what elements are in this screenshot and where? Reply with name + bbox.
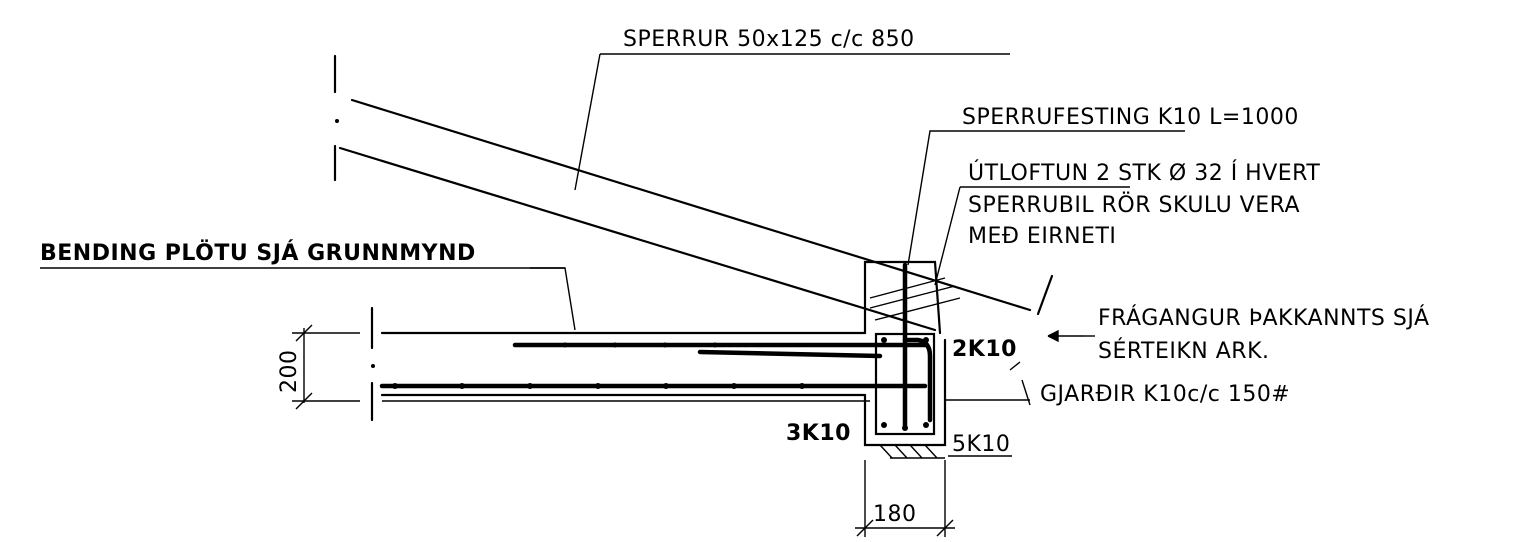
rafter (333, 54, 1054, 332)
label-rafter-fixing: SPERRUFESTING K10 L=1000 (962, 105, 1299, 130)
edge-beam (863, 260, 961, 459)
slab-top-reinforcement (512, 342, 928, 359)
label-bottom-bars: 3K10 (786, 421, 851, 446)
label-vent-line2: SPERRUBIL RÖR SKULU VERA (968, 192, 1300, 218)
label-eaves-line2: SÉRTEIKN ARK. (1098, 338, 1270, 364)
label-slab-thickness: 200 (277, 350, 302, 394)
dimension-slab-thickness (292, 324, 360, 410)
label-slab-reinforcement: BENDING PLÖTU SJÁ GRUNNMYND (40, 240, 476, 266)
label-stirrups: GJARÐIR K10c/c 150# (1040, 382, 1290, 407)
label-vent-line1: ÚTLOFTUN 2 STK Ø 32 Í HVERT (968, 160, 1320, 186)
dimension-beam-width (855, 460, 955, 537)
leader-lines (40, 53, 1185, 406)
label-beam-width: 180 (873, 502, 917, 527)
label-side-bars: 5K10 (952, 432, 1010, 457)
label-vent-line3: MEÐ EIRNETI (968, 224, 1116, 249)
label-rafters: SPERRUR 50x125 c/c 850 (623, 27, 915, 52)
slab-bottom-reinforcement (379, 342, 928, 389)
label-top-bars: 2K10 (952, 337, 1017, 362)
label-eaves-line1: FRÁGANGUR ÞAKKANNTS SJÁ (1098, 305, 1430, 331)
slab (370, 306, 870, 422)
